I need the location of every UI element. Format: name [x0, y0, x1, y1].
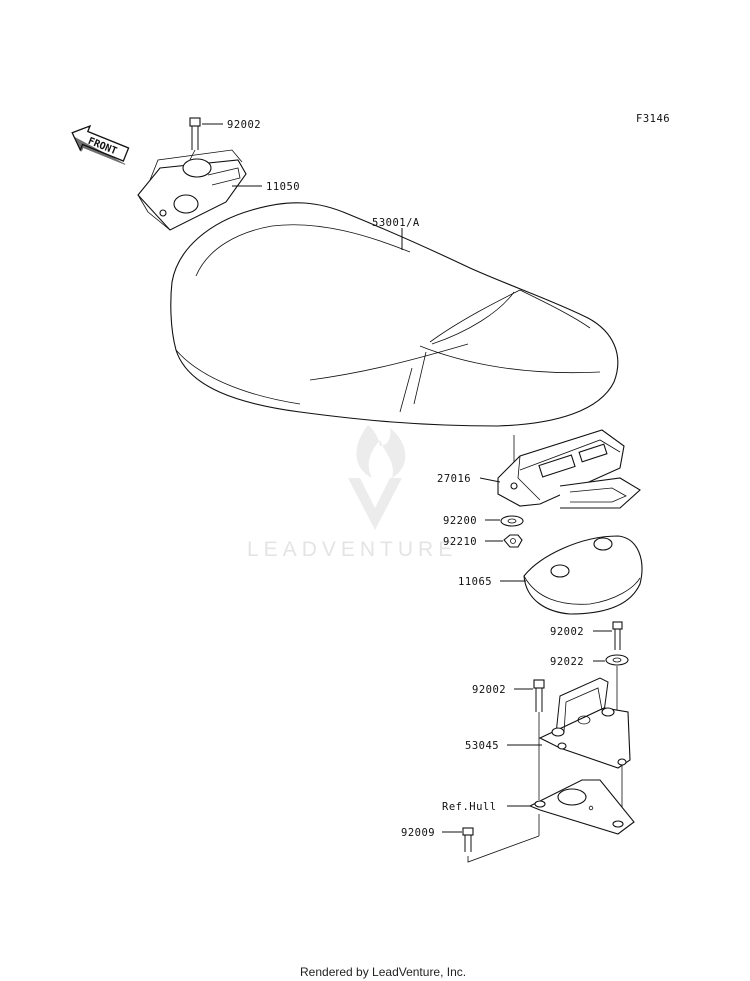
callout-11050: 11050 [266, 181, 300, 193]
latch-27016 [497, 429, 641, 509]
washer-92022 [605, 654, 629, 712]
washer-92200 [500, 515, 524, 527]
callout-92002-right: 92002 [550, 626, 584, 638]
leader-lines [202, 123, 612, 833]
callout-92002-top: 92002 [227, 119, 261, 131]
leadventure-watermark: LEADVENTURE [247, 425, 457, 561]
callout-53001-a: 53001/A [372, 217, 420, 229]
seat-53001-a [170, 202, 619, 427]
nut-92210 [503, 534, 523, 548]
hull-plate [528, 779, 635, 835]
watermark-text: LEADVENTURE [247, 538, 457, 561]
callout-92200: 92200 [443, 515, 477, 527]
callout-53045: 53045 [465, 740, 499, 752]
footer-credit: Rendered by LeadVenture, Inc. [300, 965, 466, 979]
bolt-92002-right [612, 621, 623, 650]
callout-11065: 11065 [458, 576, 492, 588]
callout-92002-left: 92002 [472, 684, 506, 696]
hook-bracket-53045 [538, 677, 631, 820]
bolt-92009 [462, 814, 540, 863]
callout-92022: 92022 [550, 656, 584, 668]
callout-27016: 27016 [437, 473, 471, 485]
cover-11065 [523, 535, 643, 615]
callout-92210: 92210 [443, 536, 477, 548]
bracket-11050 [137, 149, 247, 231]
figure-code: F3146 [636, 113, 670, 125]
callout-92009: 92009 [401, 827, 435, 839]
callout-ref-hull: Ref.Hull [442, 801, 497, 813]
front-arrow-icon: FRONT [71, 124, 130, 165]
bolt-92002-left [533, 679, 545, 800]
